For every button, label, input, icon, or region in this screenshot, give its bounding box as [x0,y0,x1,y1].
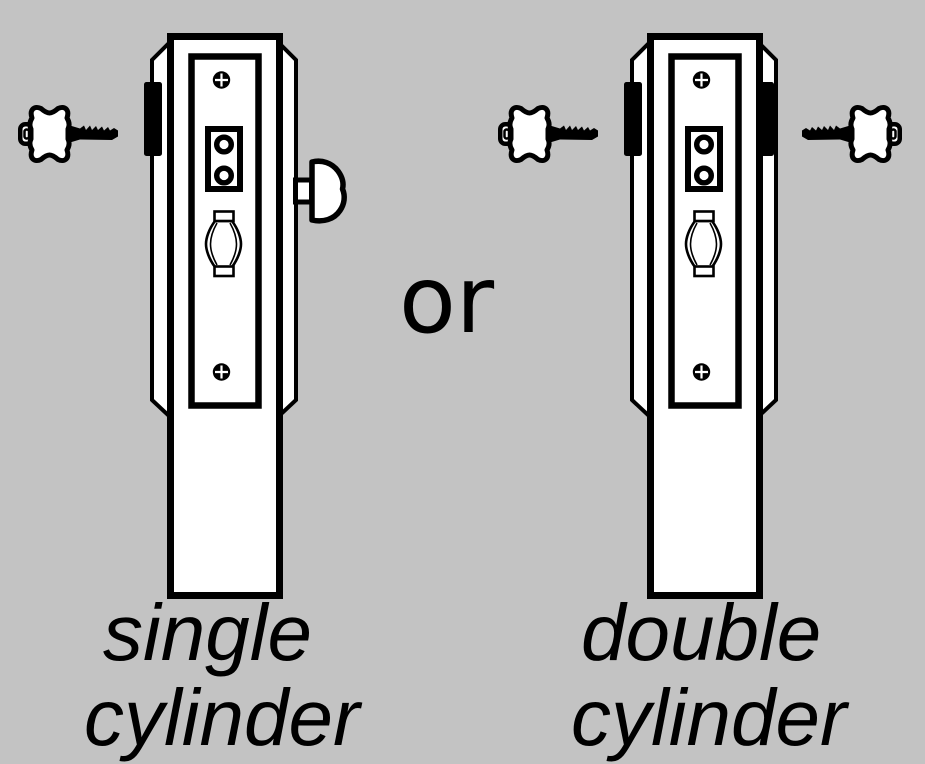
caption-line: double [581,588,822,677]
lock-body [152,37,296,596]
door-edge-strip [624,82,642,156]
key-icon [500,107,598,160]
door-edge-strip [144,82,162,156]
door-edge-strip [756,82,774,156]
key-icon [20,107,118,160]
caption-line: cylinder [571,673,847,762]
single-cylinder-lock [20,37,347,596]
key-icon [802,107,900,160]
lock-body [632,37,776,596]
thumbturn-icon [293,158,347,224]
caption-line: cylinder [84,673,360,762]
caption-line: single [103,588,313,677]
or-connector-text: or [399,246,495,354]
double-cylinder-lock [500,37,900,596]
